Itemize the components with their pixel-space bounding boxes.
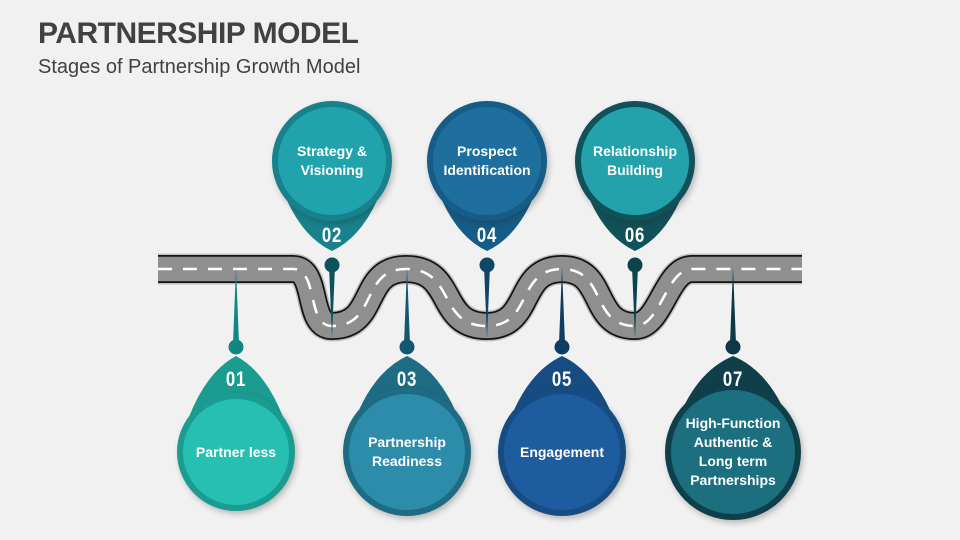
slide-title: PARTNERSHIP MODEL xyxy=(38,17,359,50)
stage-balloon-04: Prospect Identification 04 xyxy=(427,101,547,251)
road-asphalt xyxy=(158,256,802,339)
pin-dot xyxy=(324,257,340,273)
pin-needle xyxy=(232,267,240,349)
pin-dot xyxy=(399,339,415,355)
pin-needle xyxy=(483,261,491,338)
pin-dot xyxy=(725,339,741,355)
balloon-number: 03 xyxy=(396,368,418,391)
stage-balloon-02: Strategy & Visioning 02 xyxy=(272,101,392,251)
balloon-number: 01 xyxy=(225,368,247,391)
balloon-circle: Partner less xyxy=(177,393,295,511)
balloon-number: 02 xyxy=(321,224,343,247)
stage-balloon-03: Partnership Readiness 03 xyxy=(343,356,471,516)
stage-balloon-06: Relationship Building 06 xyxy=(575,101,695,251)
pin-needle xyxy=(558,267,566,349)
balloon-circle: High-Function Authentic & Long term Part… xyxy=(665,384,801,520)
balloon-label: Partner less xyxy=(195,443,277,460)
balloon-circle: Relationship Building xyxy=(575,101,695,221)
balloon-circle: Partnership Readiness xyxy=(343,388,471,516)
balloon-circle: Engagement xyxy=(498,388,626,516)
balloon-number: 05 xyxy=(551,368,573,391)
balloon-number: 04 xyxy=(476,224,498,247)
balloon-label: Relationship Building xyxy=(592,143,677,178)
balloon-number: 07 xyxy=(722,368,744,391)
pin-dot xyxy=(627,257,643,273)
pin-needle xyxy=(631,261,639,338)
slide-subtitle: Stages of Partnership Growth Model xyxy=(38,56,361,78)
balloon-label: Prospect Identification xyxy=(443,143,531,178)
stage-balloon-07: High-Function Authentic & Long term Part… xyxy=(665,356,801,520)
balloon-circle: Prospect Identification xyxy=(427,101,547,221)
balloon-label: Partnership Readiness xyxy=(368,434,446,469)
balloon-circle: Strategy & Visioning xyxy=(272,101,392,221)
pin-needle xyxy=(328,261,336,338)
pin-needle xyxy=(729,267,737,349)
pin-dot xyxy=(554,339,570,355)
pin-dot xyxy=(228,339,244,355)
balloon-label: Strategy & Visioning xyxy=(296,143,368,178)
balloon-label: High-Function Authentic & Long term Part… xyxy=(685,415,781,488)
stage-balloon-01: Partner less 01 xyxy=(177,356,295,511)
stage-balloon-05: Engagement 05 xyxy=(498,356,626,516)
pin-needle xyxy=(403,267,411,349)
balloon-number: 06 xyxy=(624,224,646,247)
balloon-label: Engagement xyxy=(519,443,604,460)
pin-dot xyxy=(479,257,495,273)
